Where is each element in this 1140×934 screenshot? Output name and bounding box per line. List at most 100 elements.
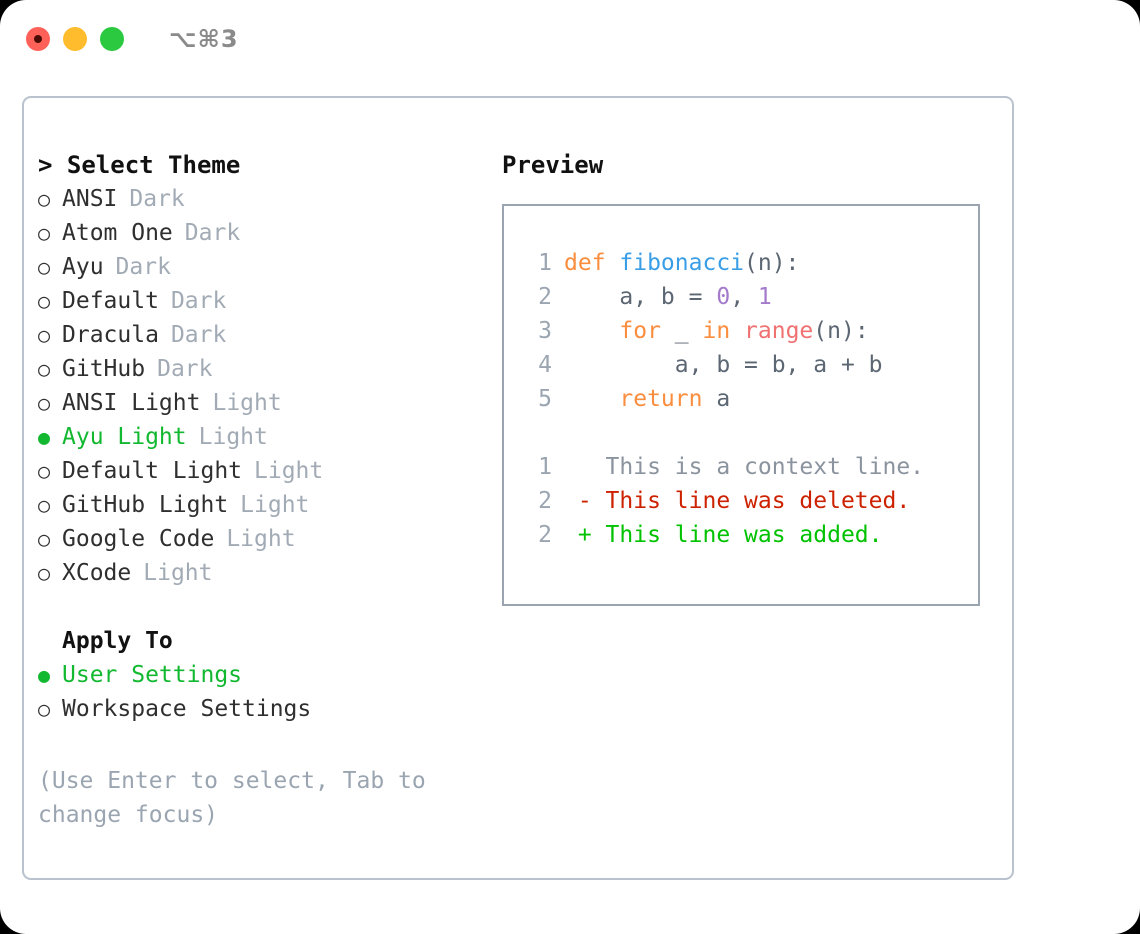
line-number: 5 <box>538 386 552 412</box>
theme-option-label: Ayu <box>62 254 104 280</box>
main-panel: > Select Theme ○ ANSI Dark ○ Atom One Da… <box>22 96 1014 880</box>
theme-option-google-code[interactable]: ○ Google Code Light <box>38 522 498 556</box>
theme-option-github-light[interactable]: ○ GitHub Light Light <box>38 488 498 522</box>
code-token <box>564 314 619 348</box>
maximize-button[interactable] <box>100 27 124 51</box>
apply-to-option-label: Workspace Settings <box>62 696 312 722</box>
theme-option-dracula[interactable]: ○ Dracula Dark <box>38 318 498 352</box>
radio-icon: ○ <box>38 391 51 415</box>
theme-option-atom-one[interactable]: ○ Atom One Dark <box>38 216 498 250</box>
code-token: a, b = <box>564 284 717 310</box>
code-line: 4 a, b = b, a + b <box>504 348 978 382</box>
minimize-button[interactable] <box>63 27 87 51</box>
theme-option-label: Dracula <box>62 322 159 348</box>
theme-option-variant: Light <box>212 390 282 416</box>
code-token: return <box>619 386 703 412</box>
radio-icon: ○ <box>38 323 51 347</box>
radio-icon: ○ <box>38 357 51 381</box>
preview-title: Preview <box>502 151 604 179</box>
theme-option-variant: Dark <box>157 356 213 382</box>
code-line: 1 def fibonacci (n): <box>504 246 978 280</box>
theme-option-default-light[interactable]: ○ Default Light Light <box>38 454 498 488</box>
diff-line-added: 2 + This line was added. <box>504 518 978 552</box>
keyboard-shortcut-label: ⌥⌘3 <box>169 25 239 53</box>
theme-option-label: GitHub <box>62 356 146 382</box>
theme-option-variant: Dark <box>184 220 241 246</box>
radio-icon: ○ <box>38 255 51 279</box>
code-token: , <box>730 284 758 310</box>
diff-line-deleted: 2 - This line was deleted. <box>504 484 978 518</box>
code-token <box>564 382 619 416</box>
radio-icon: ○ <box>38 289 51 313</box>
line-number: 2 <box>538 522 552 548</box>
theme-option-variant: Dark <box>170 288 227 314</box>
code-token <box>730 314 744 348</box>
theme-option-label: ANSI <box>62 186 118 212</box>
theme-option-github[interactable]: ○ GitHub Dark <box>38 352 498 386</box>
radio-icon: ○ <box>38 493 51 517</box>
theme-option-ansi[interactable]: ○ ANSI Dark <box>38 182 498 216</box>
panel-columns: > Select Theme ○ ANSI Dark ○ Atom One Da… <box>24 98 1012 878</box>
diff-token: This is a context line. <box>564 454 925 480</box>
theme-option-variant: Dark <box>115 254 171 280</box>
theme-option-variant: Dark <box>170 322 227 348</box>
code-token: 0 <box>716 284 731 310</box>
radio-icon-selected: ● <box>38 663 51 687</box>
diff-line-context: 1 This is a context line. <box>504 450 978 484</box>
radio-icon: ○ <box>38 527 51 551</box>
radio-icon: ○ <box>38 187 51 211</box>
theme-option-ayu[interactable]: ○ Ayu Dark <box>38 250 498 284</box>
radio-icon-selected: ● <box>38 425 51 449</box>
theme-option-ayu-light[interactable]: ● Ayu Light Light <box>38 420 498 454</box>
hint-spacer <box>38 726 498 764</box>
theme-option-label: GitHub Light <box>62 492 229 518</box>
code-token: (n): <box>744 250 800 276</box>
code-token: for <box>619 318 661 344</box>
theme-option-label: XCode <box>62 560 132 586</box>
theme-option-variant: Light <box>240 492 310 518</box>
title-bar: ⌥⌘3 <box>0 0 1140 78</box>
code-token: in <box>702 318 731 344</box>
preview-box: 1 def fibonacci (n): 2 a, b = 0 , 1 3 <box>502 204 980 606</box>
code-token: _ <box>660 318 703 344</box>
apply-to-option-label: User Settings <box>62 662 243 688</box>
theme-option-list: ○ ANSI Dark ○ Atom One Dark ○ Ayu Dark <box>38 182 498 590</box>
theme-selection-column: > Select Theme ○ ANSI Dark ○ Atom One Da… <box>38 148 498 832</box>
select-theme-title: > Select Theme <box>38 151 241 179</box>
line-number: 2 <box>538 488 552 514</box>
diff-token: + This line was added. <box>564 522 883 548</box>
preview-column: Preview 1 def fibonacci (n): 2 a, b = 0 … <box>502 148 1002 606</box>
theme-option-label: Atom One <box>62 220 173 246</box>
apply-to-option-user-settings[interactable]: ● User Settings <box>38 658 498 692</box>
radio-icon: ○ <box>38 697 51 721</box>
code-line: 5 return a <box>504 382 978 416</box>
line-number: 1 <box>538 454 552 480</box>
line-number: 1 <box>538 250 552 276</box>
radio-icon: ○ <box>38 459 51 483</box>
code-line: 2 a, b = 0 , 1 <box>504 280 978 314</box>
code-token: range <box>744 318 814 344</box>
code-token: a <box>702 386 731 412</box>
preview-separator <box>504 416 978 450</box>
line-number: 3 <box>538 318 552 344</box>
list-spacer <box>38 590 498 624</box>
radio-icon: ○ <box>38 561 51 585</box>
theme-option-variant: Light <box>143 560 213 586</box>
theme-option-ansi-light[interactable]: ○ ANSI Light Light <box>38 386 498 420</box>
theme-option-label: Ayu Light <box>62 424 187 450</box>
theme-option-label: Default <box>62 288 159 314</box>
line-number: 4 <box>538 352 552 378</box>
code-token: fibonacci <box>619 250 745 276</box>
window-controls <box>26 27 124 51</box>
code-token: def <box>564 250 620 276</box>
apply-to-option-workspace-settings[interactable]: ○ Workspace Settings <box>38 692 498 726</box>
diff-token: - This line was deleted. <box>564 488 911 514</box>
theme-option-variant: Dark <box>129 186 185 212</box>
apply-to-header: Apply To <box>62 628 173 654</box>
close-button[interactable] <box>26 27 50 51</box>
theme-option-default[interactable]: ○ Default Dark <box>38 284 498 318</box>
code-line: 3 for _ in range (n): <box>504 314 978 348</box>
theme-option-xcode[interactable]: ○ XCode Light <box>38 556 498 590</box>
close-indicator-dot <box>34 35 42 43</box>
theme-option-variant: Light <box>226 526 296 552</box>
